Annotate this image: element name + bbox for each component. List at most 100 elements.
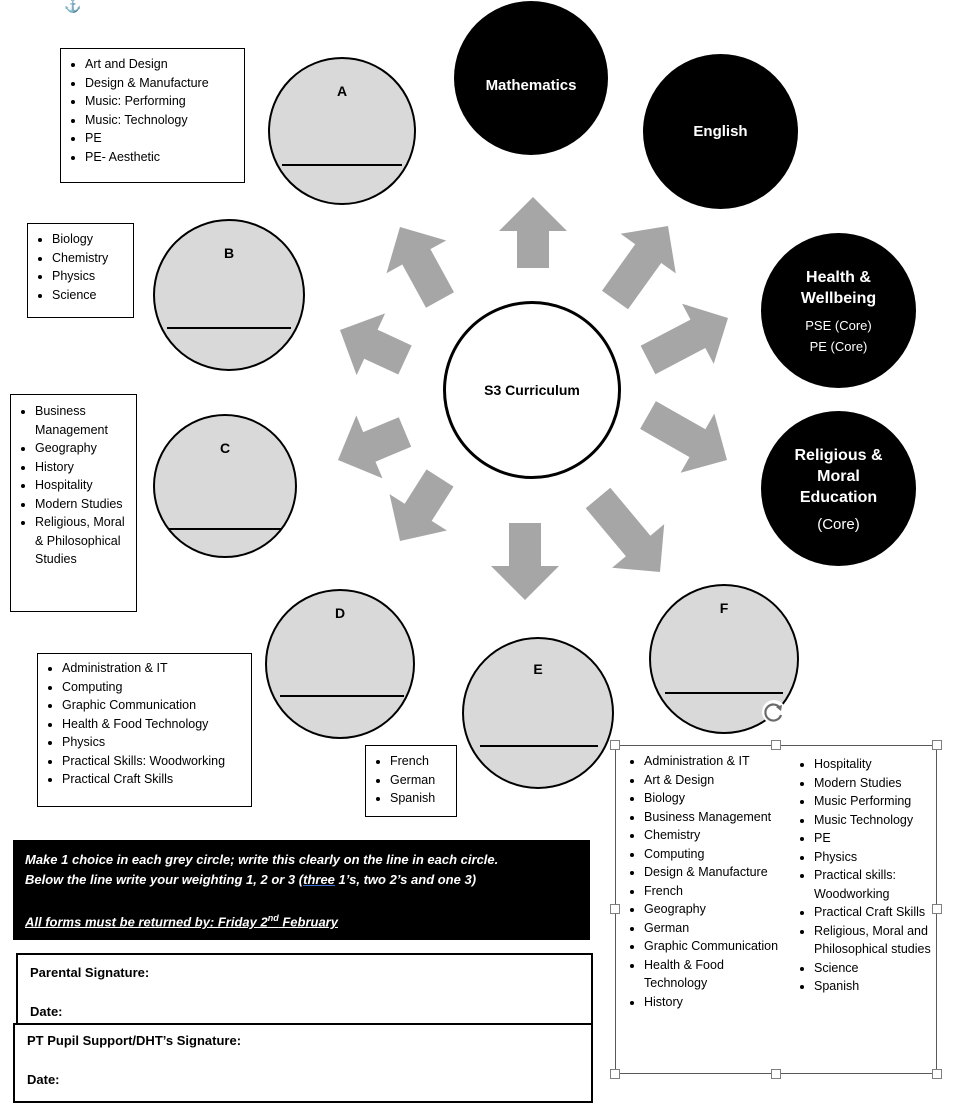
subject-list-e: FrenchGermanSpanish — [365, 745, 457, 817]
english-label: English — [693, 123, 748, 140]
block-arrow-5 — [640, 303, 728, 375]
block-arrow-10 — [585, 487, 665, 572]
subject-item: Modern Studies — [814, 774, 934, 793]
circle-letter-a: A — [336, 83, 348, 99]
block-arrow-2 — [386, 227, 454, 308]
deadline-post: February — [278, 914, 338, 930]
center-label: S3 Curriculum — [484, 382, 580, 398]
instructions-panel: Make 1 choice in each grey circle; write… — [13, 840, 590, 940]
subject-item: Chemistry — [52, 249, 129, 268]
instruction-line-2-pre: Below the line write your weighting 1, 2… — [25, 872, 304, 887]
subject-list-c: Business ManagementGeographyHistoryHospi… — [10, 394, 137, 612]
instruction-line-2: Below the line write your weighting 1, 2… — [25, 870, 578, 890]
subject-item: Religious, Moral and Philosophical studi… — [814, 922, 934, 959]
subject-item: Geography — [644, 900, 789, 919]
resize-handle-ml[interactable] — [610, 904, 620, 914]
subject-item: Practical skills: Woodworking — [814, 866, 934, 903]
circle-letter-b: B — [223, 245, 235, 261]
health-wellbeing-circle: Health & Wellbeing PSE (Core) PE (Core) — [761, 233, 916, 388]
answer-line-e[interactable] — [480, 745, 598, 747]
resize-handle-tm[interactable] — [771, 740, 781, 750]
rme-circle: Religious & Moral Education (Core) — [761, 411, 916, 566]
answer-line-a[interactable] — [282, 164, 402, 166]
instruction-line-2-underlined: three — [303, 872, 335, 887]
block-arrow-8 — [389, 469, 454, 541]
subject-item: Health & Food Technology — [644, 956, 789, 993]
subject-item: Science — [52, 286, 129, 305]
subject-item: Design & Manufacture — [644, 863, 789, 882]
answer-line-f[interactable] — [665, 692, 783, 694]
subject-item: Biology — [52, 230, 129, 249]
subject-item: History — [644, 993, 789, 1012]
subject-item: Practical Craft Skills — [814, 903, 934, 922]
answer-line-d[interactable] — [280, 695, 404, 697]
deadline-pre: All forms must be returned by: Friday 2 — [25, 914, 268, 930]
resize-handle-bm[interactable] — [771, 1069, 781, 1079]
choice-circle-c[interactable]: C — [153, 414, 297, 558]
resize-handle-tr[interactable] — [932, 740, 942, 750]
subject-item: Computing — [644, 845, 789, 864]
subject-item: Music: Performing — [85, 92, 240, 111]
subject-item: Biology — [644, 789, 789, 808]
subject-item: Physics — [62, 733, 247, 752]
all-subjects-textbox[interactable]: Administration & ITArt & DesignBiologyBu… — [615, 745, 937, 1074]
subject-item: Business Management — [644, 808, 789, 827]
resize-handle-bl[interactable] — [610, 1069, 620, 1079]
subject-item: Physics — [814, 848, 934, 867]
subject-list-b: BiologyChemistryPhysicsScience — [27, 223, 134, 318]
answer-line-c[interactable] — [168, 528, 282, 530]
english-circle: English — [643, 54, 798, 209]
subject-item: Administration & IT — [644, 752, 789, 771]
subject-item: History — [35, 458, 132, 477]
choice-circle-e[interactable]: E — [462, 637, 614, 789]
deadline-sup: nd — [267, 913, 279, 923]
subject-item: Health & Food Technology — [62, 715, 247, 734]
subject-item: Science — [814, 959, 934, 978]
rotate-handle-icon[interactable] — [762, 700, 786, 724]
choice-circle-d[interactable]: D — [265, 589, 415, 739]
subject-item: Music: Technology — [85, 111, 240, 130]
health-wellbeing-title: Health & Wellbeing — [800, 269, 877, 307]
subject-item: Spanish — [814, 977, 934, 996]
subject-item: Music Technology — [814, 811, 934, 830]
rme-title: Religious & Moral Education — [794, 446, 883, 506]
subject-item: Chemistry — [644, 826, 789, 845]
subject-item: Graphic Communication — [644, 937, 789, 956]
circle-letter-e: E — [533, 661, 543, 677]
subject-item: Art & Design — [644, 771, 789, 790]
subject-item: Religious, Moral & Philosophical Studies — [35, 513, 132, 569]
mathematics-label: Mathematics — [485, 77, 577, 94]
subject-item: Practical Skills: Woodworking — [62, 752, 247, 771]
health-sub1: PSE (Core) — [805, 318, 872, 333]
health-sub2: PE (Core) — [809, 339, 868, 354]
parental-signature-box[interactable]: Parental Signature: Date: — [16, 953, 593, 1025]
subject-list-d: Administration & ITComputingGraphic Comm… — [37, 653, 252, 807]
block-arrow-7 — [640, 401, 727, 473]
choice-circle-b[interactable]: B — [153, 219, 305, 371]
answer-line-b[interactable] — [167, 327, 291, 329]
subject-item: German — [390, 771, 452, 790]
pt-signature-box[interactable]: PT Pupil Support/DHT’s Signature: Date: — [13, 1023, 593, 1103]
subject-item: Spanish — [390, 789, 452, 808]
resize-handle-tl[interactable] — [610, 740, 620, 750]
subject-item: French — [390, 752, 452, 771]
resize-handle-mr[interactable] — [932, 904, 942, 914]
pt-date-label: Date: — [27, 1072, 60, 1087]
subject-item: Design & Manufacture — [85, 74, 240, 93]
parental-signature-label: Parental Signature: — [30, 965, 150, 980]
subject-item: French — [644, 882, 789, 901]
subject-item: Practical Craft Skills — [62, 770, 247, 789]
circle-letter-c: C — [219, 440, 231, 456]
subject-item: Graphic Communication — [62, 696, 247, 715]
resize-handle-br[interactable] — [932, 1069, 942, 1079]
all-subjects-left-col: Administration & ITArt & DesignBiologyBu… — [624, 752, 789, 1011]
subject-item: German — [644, 919, 789, 938]
subject-item: Music Performing — [814, 792, 934, 811]
choice-circle-a[interactable]: A — [268, 57, 416, 205]
subject-item: Hospitality — [814, 755, 934, 774]
subject-item: Physics — [52, 267, 129, 286]
subject-item: Art and Design — [85, 55, 240, 74]
center-circle: S3 Curriculum — [443, 301, 621, 479]
subject-item: Geography — [35, 439, 132, 458]
